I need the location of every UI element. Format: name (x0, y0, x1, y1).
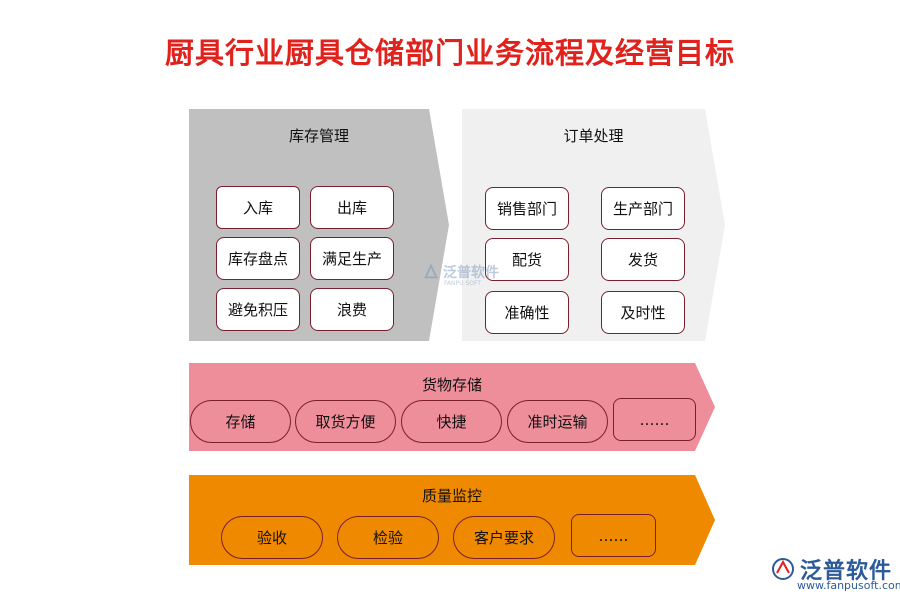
order-item-production-dept: 生产部门 (601, 187, 685, 230)
brand-logo-icon (772, 558, 794, 580)
order-item-picking: 配货 (485, 238, 569, 281)
order-item-sales-dept: 销售部门 (485, 187, 569, 230)
storage-panel-label: 货物存储 (421, 376, 482, 394)
order-panel-label: 订单处理 (563, 127, 624, 145)
brand-name: 泛普软件 (800, 559, 893, 584)
storage-item-easy-pickup: 取货方便 (295, 400, 396, 443)
inventory-item-outbound: 出库 (310, 186, 394, 229)
order-item-timeliness: 及时性 (601, 291, 685, 334)
quality-item-more: …… (571, 514, 656, 557)
watermark: 泛普软件 FANPU SOFT (422, 262, 499, 287)
storage-panel: 货物存储 存储 取货方便 快捷 准时运输 …… (189, 363, 715, 451)
inventory-item-waste: 浪费 (310, 288, 394, 331)
brand-logo: 泛普软件 (770, 553, 892, 585)
watermark-logo-icon (424, 263, 438, 279)
storage-item-more: …… (613, 398, 696, 441)
quality-panel-label: 质量监控 (421, 487, 482, 505)
storage-item-fast: 快捷 (401, 400, 502, 443)
order-item-accuracy: 准确性 (485, 291, 569, 334)
order-panel: 订单处理 销售部门 生产部门 配货 发货 准确性 及时性 (462, 109, 725, 341)
brand-url: www.fanpusoft.com (797, 579, 900, 592)
storage-item-store: 存储 (190, 400, 291, 443)
quality-item-acceptance: 验收 (221, 516, 323, 559)
inventory-item-avoid-overstock: 避免积压 (216, 288, 300, 331)
inventory-panel: 库存管理 入库 出库 库存盘点 满足生产 避免积压 浪费 (189, 109, 449, 341)
order-item-shipping: 发货 (601, 238, 685, 281)
quality-item-customer-requirements: 客户要求 (453, 516, 555, 559)
inventory-panel-label: 库存管理 (288, 127, 349, 145)
inventory-item-meet-production: 满足生产 (310, 237, 394, 280)
page-title: 厨具行业厨具仓储部门业务流程及经营目标 (164, 36, 735, 70)
watermark-sub: FANPU SOFT (444, 280, 481, 287)
inventory-item-stocktake: 库存盘点 (216, 237, 300, 280)
quality-panel: 质量监控 验收 检验 客户要求 …… (189, 475, 715, 565)
inventory-item-inbound: 入库 (216, 186, 300, 229)
storage-item-ontime-transport: 准时运输 (507, 400, 608, 443)
watermark-name: 泛普软件 (443, 265, 499, 281)
quality-item-inspection: 检验 (337, 516, 439, 559)
